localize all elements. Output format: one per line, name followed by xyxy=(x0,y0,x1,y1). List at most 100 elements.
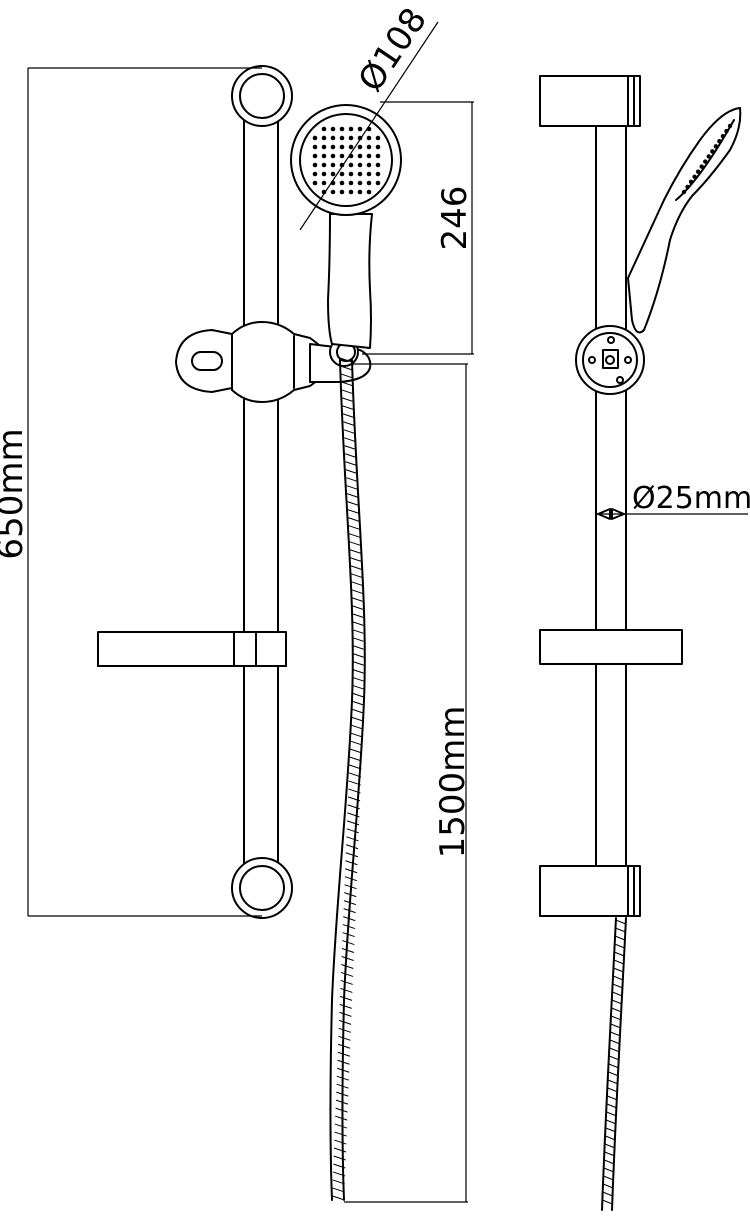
spray-nozzle xyxy=(375,180,381,186)
hose-segment xyxy=(342,397,355,403)
head-diameter-label: Ø108 xyxy=(351,1,435,99)
hose-segment xyxy=(351,684,365,690)
hose-segment xyxy=(343,421,356,427)
hose-segment xyxy=(340,987,353,993)
hose-segment xyxy=(603,1167,615,1173)
spray-nozzle xyxy=(339,144,345,150)
hose-segment xyxy=(609,1055,620,1061)
front-view: 650mm Ø108 246 1500mm xyxy=(0,1,475,1203)
spray-nozzle xyxy=(339,162,345,168)
hose-segment xyxy=(350,588,363,594)
spray-nozzle xyxy=(375,162,381,168)
hose-segment xyxy=(347,812,360,818)
hose-segment xyxy=(347,796,361,802)
side-spray-nozzle xyxy=(706,154,711,159)
hose-segment xyxy=(607,1095,618,1101)
spray-nozzle xyxy=(321,162,327,168)
hose-segment xyxy=(347,517,361,523)
hose-segment xyxy=(351,692,365,698)
spray-nozzle xyxy=(375,153,381,159)
hose-segment xyxy=(349,557,362,562)
spray-nozzle xyxy=(366,135,372,141)
hose-segment xyxy=(342,924,356,930)
spray-nozzle xyxy=(348,144,354,150)
spray-nozzle xyxy=(339,171,345,177)
hose-segment xyxy=(612,991,623,997)
hose-segment xyxy=(606,1119,617,1125)
hose-segment xyxy=(605,1135,616,1141)
hose-segment xyxy=(612,983,623,989)
hose-segment xyxy=(343,429,357,435)
hose-segment xyxy=(339,995,353,1001)
hose-segment xyxy=(351,716,364,722)
side-spray-nozzle xyxy=(692,174,697,179)
hose-segment xyxy=(349,756,362,762)
hose-segment xyxy=(348,780,361,786)
hose-segment xyxy=(340,365,353,371)
hose-segment xyxy=(342,932,355,938)
spray-nozzle xyxy=(330,135,336,141)
hose-segment xyxy=(345,461,358,467)
hose-segment xyxy=(603,1175,614,1181)
hose-segment xyxy=(349,565,362,570)
handset-length-label: 246 xyxy=(435,186,475,251)
hose-segment xyxy=(348,533,361,539)
hose-segment xyxy=(345,844,359,850)
hose-segment xyxy=(345,852,358,858)
hose-segment xyxy=(350,580,363,586)
hose-segment xyxy=(333,1163,346,1169)
rail-length-label: 650mm xyxy=(0,428,31,559)
hose-segment xyxy=(343,916,356,922)
hose-segment xyxy=(341,956,354,961)
hand-shower-side xyxy=(627,107,742,334)
spray-nozzle xyxy=(366,171,372,177)
rail-diameter-label: Ø25mm xyxy=(632,481,750,516)
hose-segment xyxy=(604,1159,615,1165)
hose-segment xyxy=(337,1067,350,1073)
spray-nozzle xyxy=(339,126,345,132)
hose-segment xyxy=(609,1047,620,1053)
hose-segment xyxy=(333,1155,346,1161)
spray-nozzle xyxy=(321,171,327,177)
hose-segment xyxy=(349,764,362,770)
top-wall-bracket xyxy=(231,65,293,127)
spray-nozzle xyxy=(321,126,327,132)
hose-segment xyxy=(350,732,363,738)
hose-segment xyxy=(607,1087,618,1093)
spray-nozzle xyxy=(357,180,363,186)
spray-nozzle xyxy=(321,153,327,159)
hose-segment xyxy=(346,493,360,499)
hose-segment xyxy=(349,572,363,578)
hose-segment xyxy=(346,828,359,834)
hose-segment xyxy=(607,1079,619,1085)
hose-segment xyxy=(332,1171,346,1177)
spray-nozzle xyxy=(357,126,363,132)
hose-segment xyxy=(351,628,364,634)
hose-segment xyxy=(334,1131,347,1137)
hose-segment xyxy=(345,860,358,866)
hose-segment xyxy=(614,951,625,957)
spray-nozzle xyxy=(330,153,336,159)
side-hose-texture xyxy=(602,919,626,1205)
hose-segment xyxy=(614,935,626,941)
hose-segment xyxy=(611,999,623,1005)
spray-nozzle xyxy=(348,189,354,195)
hose-segment xyxy=(347,804,360,810)
hose-segment xyxy=(341,389,354,395)
spray-nozzle xyxy=(348,162,354,168)
hose-segment xyxy=(348,525,361,531)
side-top-bracket xyxy=(539,75,641,127)
side-spray-nozzle xyxy=(685,184,690,190)
spray-nozzle xyxy=(348,135,354,141)
side-spray-nozzle xyxy=(727,123,733,129)
hose-segment xyxy=(344,445,357,451)
hose-segment xyxy=(335,1107,348,1113)
hose-segment xyxy=(602,1191,613,1197)
hose-segment xyxy=(604,1151,615,1157)
spray-nozzle xyxy=(366,180,372,186)
hose-segment xyxy=(351,652,364,658)
spray-nozzle xyxy=(330,171,336,177)
hose-segment xyxy=(337,1051,350,1057)
hose-segment xyxy=(609,1039,621,1045)
